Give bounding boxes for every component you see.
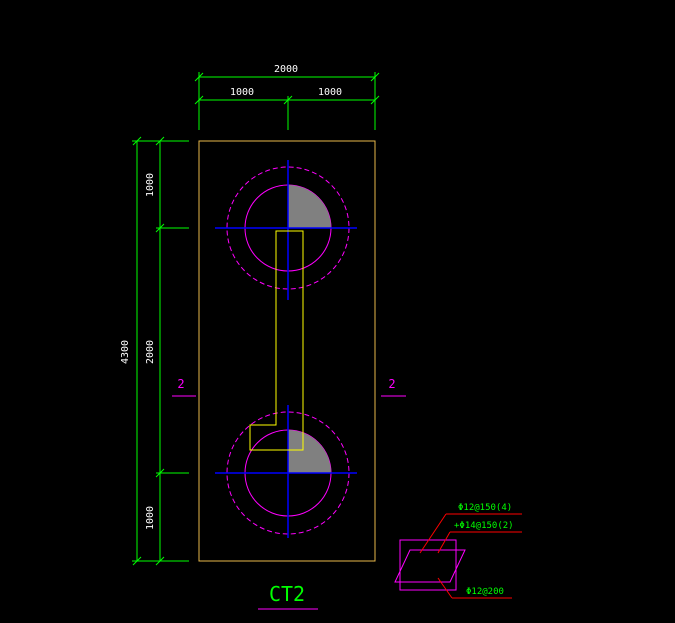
pile-bottom bbox=[215, 405, 357, 538]
section-mark-left-label: 2 bbox=[177, 377, 184, 391]
rebar-label-1: Φ12@150(4) bbox=[458, 503, 512, 513]
pile-cap-outline bbox=[198, 140, 376, 562]
left-dimension bbox=[132, 136, 189, 566]
drawing-title: CT2 bbox=[269, 582, 305, 606]
dim-top-total: 2000 bbox=[274, 64, 298, 75]
pile-bottom-quadrant-fill bbox=[288, 430, 331, 473]
rebar-label-3: Φ12@200 bbox=[466, 587, 504, 597]
top-dimension bbox=[194, 72, 380, 130]
dim-left-bottom: 1000 bbox=[145, 506, 156, 530]
dim-top-right: 1000 bbox=[318, 87, 342, 98]
rebar-detail-symbol bbox=[394, 513, 522, 599]
dim-left-middle: 2000 bbox=[145, 340, 156, 364]
dim-left-total: 4300 bbox=[120, 340, 131, 364]
pile-top bbox=[215, 160, 357, 300]
pile-top-quadrant-fill bbox=[288, 185, 331, 228]
dim-left-top: 1000 bbox=[145, 173, 156, 197]
rebar-label-2: +Φ14@150(2) bbox=[454, 521, 514, 531]
section-mark-right-label: 2 bbox=[388, 377, 395, 391]
tie-beam-outline bbox=[249, 230, 304, 451]
dim-top-left: 1000 bbox=[230, 87, 254, 98]
